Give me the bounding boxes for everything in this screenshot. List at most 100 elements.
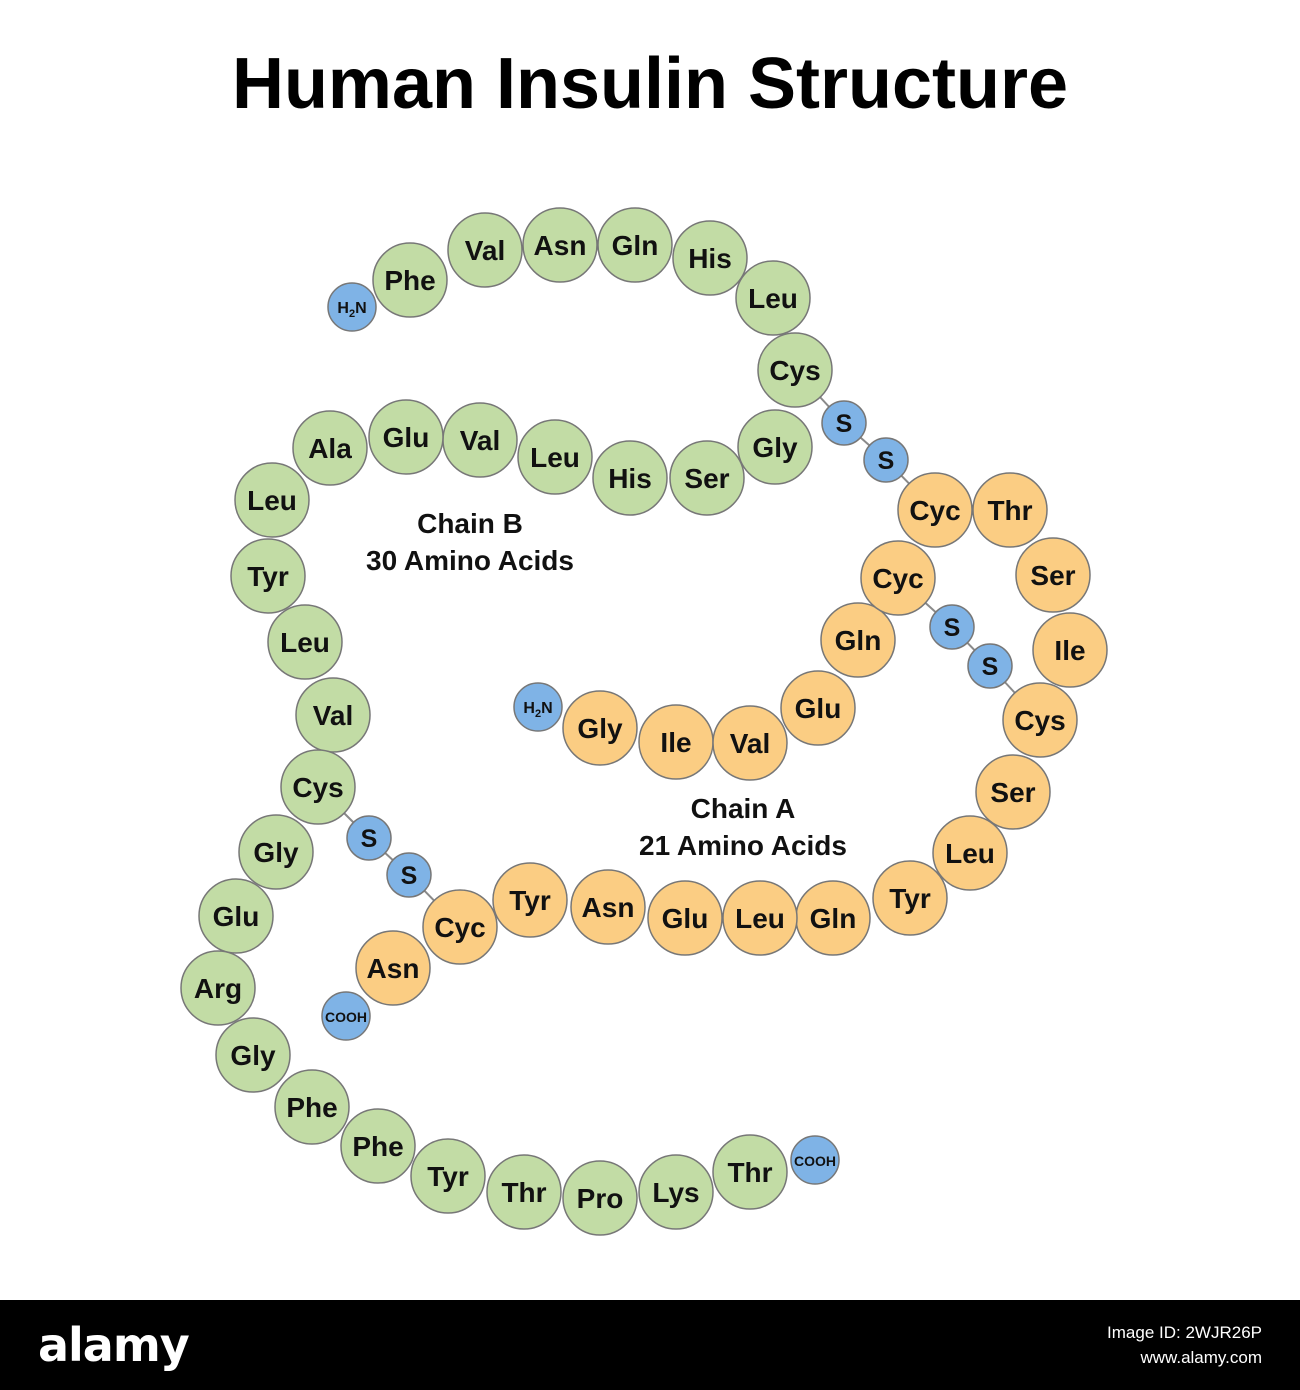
footer-info: Image ID: 2WJR26P www.alamy.com — [1107, 1320, 1262, 1370]
chain-a-residue: Ile — [638, 704, 714, 780]
chain-b-residue: Pro — [562, 1160, 638, 1236]
residue-label: Thr — [501, 1177, 546, 1208]
chain-a-residue: Asn — [355, 930, 431, 1006]
svg-text:S: S — [878, 447, 895, 475]
residue-label: Cys — [1014, 705, 1065, 736]
footer-bar: alamy Image ID: 2WJR26P www.alamy.com — [0, 1300, 1300, 1390]
residue-label: Gln — [810, 903, 857, 934]
residue-label: Thr — [727, 1157, 772, 1188]
residue-circle — [780, 670, 856, 746]
residue-label: Leu — [945, 838, 995, 869]
residue-label: Phe — [286, 1092, 337, 1123]
residue-label: Leu — [280, 627, 330, 658]
residue-label: Tyr — [427, 1161, 469, 1192]
chain-a-residue: Ile — [1032, 612, 1108, 688]
chain-b-residue: His — [672, 220, 748, 296]
residue-circle — [712, 705, 788, 781]
chain-b-residue: Val — [295, 677, 371, 753]
image-id: Image ID: 2WJR26P — [1107, 1323, 1262, 1342]
chain-a-residue: Glu — [647, 880, 723, 956]
residue-label: Glu — [662, 903, 709, 934]
residue-label: Pro — [577, 1183, 624, 1214]
residue-label: Cyc — [434, 912, 485, 943]
residue-label: Leu — [247, 485, 297, 516]
chain-a-count: 21 Amino Acids — [639, 830, 847, 861]
svg-text:COOH: COOH — [325, 1009, 367, 1025]
chain-b-count: 30 Amino Acids — [366, 545, 574, 576]
residue-circle — [712, 1134, 788, 1210]
residue-circle — [368, 399, 444, 475]
chain-b-residue: Leu — [267, 604, 343, 680]
residue-circle — [422, 889, 498, 965]
chain-b-label: Chain B 30 Amino Acids — [310, 505, 630, 579]
chain-a-residue: Tyr — [492, 862, 568, 938]
chain-a-residue: Cys — [1002, 682, 1078, 758]
sulfur-atom: S — [967, 643, 1013, 689]
chain-b-residue: Asn — [522, 207, 598, 283]
residue-label: Gly — [253, 837, 299, 868]
svg-text:S: S — [836, 410, 853, 438]
residue-label: Val — [730, 728, 770, 759]
chain-b-residue: Tyr — [410, 1138, 486, 1214]
chain-a-residue: Glu — [780, 670, 856, 746]
chain-b-residue: Phe — [372, 242, 448, 318]
sulfur-atom: S — [821, 400, 867, 446]
sulfur-atom: S — [929, 604, 975, 650]
residue-circle — [410, 1138, 486, 1214]
residue-label: Val — [465, 235, 505, 266]
residue-circle — [722, 880, 798, 956]
chain-b-residue: Ser — [669, 440, 745, 516]
residue-circle — [972, 472, 1048, 548]
residue-label: Ile — [660, 727, 691, 758]
residue-label: Glu — [795, 693, 842, 724]
chain-a-residue: Asn — [570, 869, 646, 945]
chain-b-residue: Tyr — [230, 538, 306, 614]
svg-text:S: S — [361, 825, 378, 853]
residue-label: Cys — [769, 355, 820, 386]
residue-circle — [735, 260, 811, 336]
residue-label: Lys — [652, 1177, 699, 1208]
residue-circle — [672, 220, 748, 296]
residue-circle — [669, 440, 745, 516]
residue-circle — [820, 602, 896, 678]
residue-circle — [180, 950, 256, 1026]
residue-circle — [372, 242, 448, 318]
residue-circle — [562, 1160, 638, 1236]
residue-circle — [517, 419, 593, 495]
chain-a-residue: Leu — [932, 815, 1008, 891]
diagram-title: Human Insulin Structure — [231, 44, 1069, 124]
residue-label: Asn — [582, 892, 635, 923]
residue-label: Thr — [987, 495, 1032, 526]
residue-label: Phe — [384, 265, 435, 296]
residue-label: Asn — [367, 953, 420, 984]
chain-a-residue: Cyc — [897, 472, 973, 548]
residue-circle — [1002, 682, 1078, 758]
residue-label: Tyr — [247, 561, 289, 592]
residue-circle — [872, 860, 948, 936]
residue-circle — [737, 409, 813, 485]
residue-label: Cys — [292, 772, 343, 803]
chain-b-residue: Gly — [215, 1017, 291, 1093]
residue-label: Tyr — [889, 883, 931, 914]
chain-b-residue: His — [592, 440, 668, 516]
residue-label: Leu — [735, 903, 785, 934]
residue-circle — [932, 815, 1008, 891]
residue-circle — [280, 749, 356, 825]
residue-circle — [238, 814, 314, 890]
chain-a-residue: Val — [712, 705, 788, 781]
sulfur-atom: S — [346, 815, 392, 861]
chain-a-residue: Leu — [722, 880, 798, 956]
residue-circle — [860, 540, 936, 616]
residue-circle — [757, 332, 833, 408]
c-terminus-chain-b: COOH — [790, 1135, 840, 1185]
residue-label: His — [688, 243, 732, 274]
residue-label: Gly — [230, 1040, 276, 1071]
residue-circle — [1032, 612, 1108, 688]
sulfur-atom: S — [386, 852, 432, 898]
c-terminus-chain-a: COOH — [321, 991, 371, 1041]
chain-b-residue: Val — [447, 212, 523, 288]
residue-circle — [295, 677, 371, 753]
n-terminus-chain-a: H2N — [513, 682, 563, 732]
chain-b-residue: Phe — [274, 1069, 350, 1145]
